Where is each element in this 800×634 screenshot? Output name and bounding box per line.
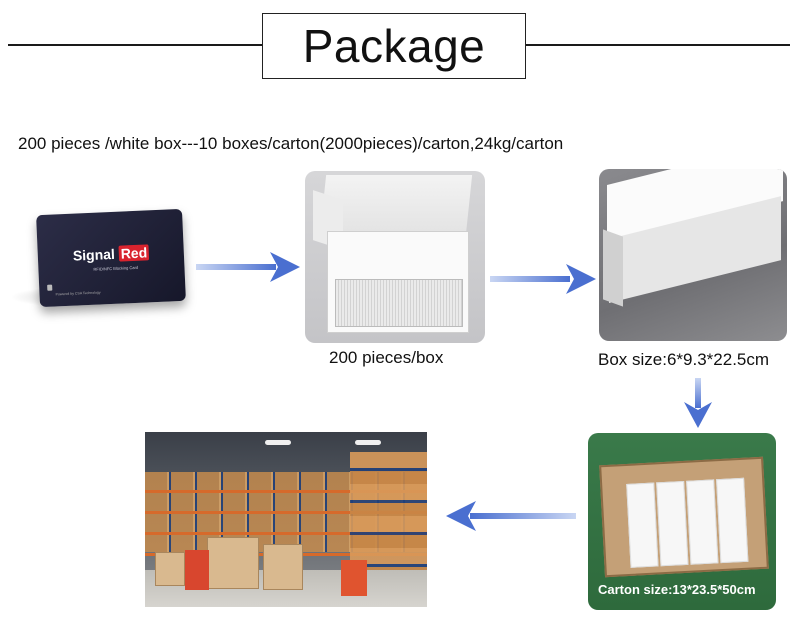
- header-line-left: [8, 44, 262, 46]
- package-description: 200 pieces /white box---10 boxes/carton(…: [18, 134, 564, 153]
- warehouse-photo: [145, 432, 427, 607]
- forklift: [341, 560, 367, 596]
- open-box-caption: 200 pieces/box: [329, 348, 444, 367]
- ceiling-lamp: [265, 440, 291, 445]
- pallet-stack: [155, 552, 185, 586]
- arrow-right-icon: [490, 264, 596, 294]
- closed-box-photo: [599, 169, 787, 341]
- open-box-photo: [305, 171, 485, 343]
- header-line-right: [526, 44, 790, 46]
- arrow-left-icon: [446, 501, 576, 531]
- arrow-down-icon: [684, 378, 712, 428]
- pallet-stack: [263, 544, 303, 590]
- arrow-right-icon: [196, 252, 300, 282]
- page-title: Package: [302, 20, 486, 72]
- cards-stack: [335, 279, 463, 327]
- title-box: Package: [262, 13, 526, 79]
- forklift: [185, 550, 209, 590]
- ceiling-lamp: [355, 440, 381, 445]
- warehouse-rack-right: [350, 452, 427, 572]
- carton-caption: Carton size:13*23.5*50cm: [598, 582, 756, 597]
- carton-photo: [588, 433, 776, 610]
- closed-box-caption: Box size:6*9.3*22.5cm: [598, 350, 770, 369]
